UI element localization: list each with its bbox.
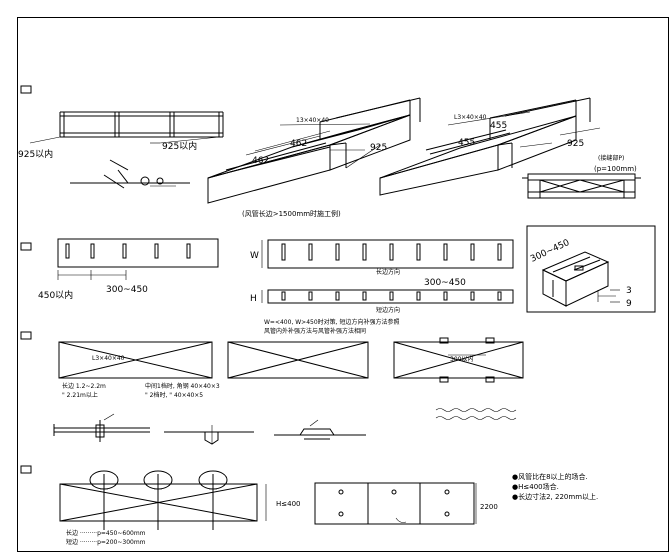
joint-detail-3: [274, 419, 366, 440]
dim-450: 450以内: [38, 289, 73, 301]
caption-row1: (风管长边>1500mm时施工例): [242, 209, 341, 218]
legend-line-1: 长边 ·········p=450~600mm: [66, 529, 146, 537]
cross-brace-panel-1: [58, 341, 213, 379]
note-right-line-2: " 2档时, " 40×40×5: [145, 391, 203, 399]
duct-bolt-panel: [314, 482, 477, 525]
joint-detail-2: [164, 425, 254, 445]
duct-isometric-middle: [207, 97, 421, 204]
note-a: ●风管比在8以上的场合.: [512, 472, 588, 481]
letter-w: W: [250, 251, 259, 261]
dim-455-a: 455: [490, 121, 507, 131]
dim-925-right: 925以内: [162, 140, 197, 152]
brace-label-left: L3×40×40: [92, 355, 125, 362]
dim-h-right: 2200: [480, 503, 498, 511]
inset-digit-top: 3: [626, 286, 632, 296]
dim-462-b: 462: [252, 156, 269, 166]
dim-925-mid: 925: [370, 143, 387, 153]
duct-ring-panel: [59, 470, 267, 530]
label-l3x40x40: L3×40×40: [454, 114, 487, 121]
dim-300-450-left: 300~450: [106, 285, 148, 295]
wave-lines: [435, 408, 517, 420]
label-13x40x40: 13×40×40: [296, 117, 329, 124]
dim-300-450-right: 300~450: [424, 278, 466, 288]
note-line-2: 风管内外补强方法与风管补强方法相同: [264, 327, 366, 335]
note-left-line-1: 长边 1.2~2.2m: [62, 382, 106, 390]
dim-462-a: 462: [290, 139, 307, 149]
letter-h: H: [250, 294, 257, 304]
inset-detail: [526, 225, 656, 313]
section-marker-4: [20, 465, 32, 474]
section-marker-1: [20, 85, 32, 94]
angle-joint-detail: [70, 159, 190, 189]
duct-isometric-right: [379, 97, 601, 196]
note-pitch: (p=100mm): [594, 165, 637, 173]
duct-slot-side-view-short: [261, 289, 514, 304]
sheet-border: [17, 17, 669, 552]
note-right-line-1: 中间1档时, 角钢 40×40×3: [145, 382, 220, 390]
label-short-side: 短边方向: [376, 306, 400, 314]
dim-925-right-duct: 925: [567, 139, 584, 149]
duct-side-view: [29, 111, 224, 144]
frame-section-detail: [522, 173, 641, 199]
note-left-line-2: " 2.21m以上: [62, 391, 98, 399]
note-c: ●长边寸法2, 220mm以上.: [512, 492, 598, 501]
brace-label-right: 300以内: [450, 355, 473, 363]
inset-digit-bottom: 9: [626, 299, 632, 309]
note-b: ●H≤400场合.: [512, 482, 559, 491]
duct-slot-side-view-long: [261, 239, 514, 269]
dim-h-left: H≤400: [276, 500, 301, 508]
section-marker-3: [20, 331, 32, 340]
cross-brace-panel-3: [393, 337, 524, 383]
legend-line-2: 短边 ·········p=200~300mm: [66, 538, 146, 546]
duct-slot-side-view-left: [57, 238, 219, 280]
cross-brace-panel-2: [227, 341, 369, 379]
joint-detail-1: [53, 413, 150, 442]
dim-925-left: 925以内: [18, 148, 53, 160]
section-marker-2: [20, 242, 32, 251]
dim-455-b: 455: [458, 138, 475, 148]
note-line-1: W=<400, W>450时对策, 短边方向补强方法参照: [264, 318, 399, 326]
label-long-side: 长边方向: [376, 268, 400, 276]
note-joint: (接缝部P): [598, 154, 624, 162]
